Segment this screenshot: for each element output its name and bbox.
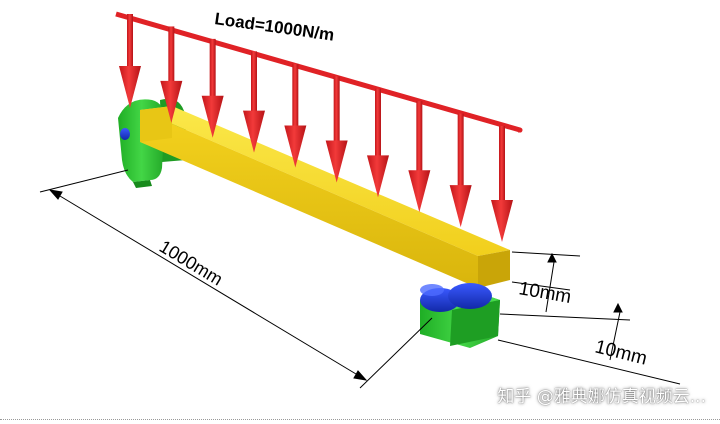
height-label: 10mm: [517, 278, 573, 308]
load-arrow: [408, 101, 431, 213]
width-dimension: [497, 302, 681, 385]
load-top-line: [115, 11, 523, 133]
load-label: Load=1000N/m: [213, 9, 335, 45]
roller-2: [448, 283, 492, 309]
load-arrow: [243, 51, 265, 153]
height-dimension: [511, 251, 581, 313]
length-dimension: [39, 169, 433, 389]
load-arrow: [325, 76, 348, 183]
load-arrow: [367, 88, 389, 198]
load-arrow: [284, 63, 307, 168]
load-arrow: [201, 38, 224, 138]
bottom-border: [0, 419, 720, 420]
load-arrow: [449, 113, 472, 228]
right-support: [420, 283, 500, 348]
length-label: 1000mm: [156, 236, 226, 289]
load-arrow: [491, 126, 513, 242]
watermark-text: 知乎 @雅典娜仿真视频云...: [497, 387, 706, 407]
load-arrow: [119, 14, 141, 108]
left-pin: [120, 128, 130, 140]
load-arrows: [119, 14, 513, 242]
load-arrow: [160, 26, 183, 123]
beam: [140, 106, 510, 288]
